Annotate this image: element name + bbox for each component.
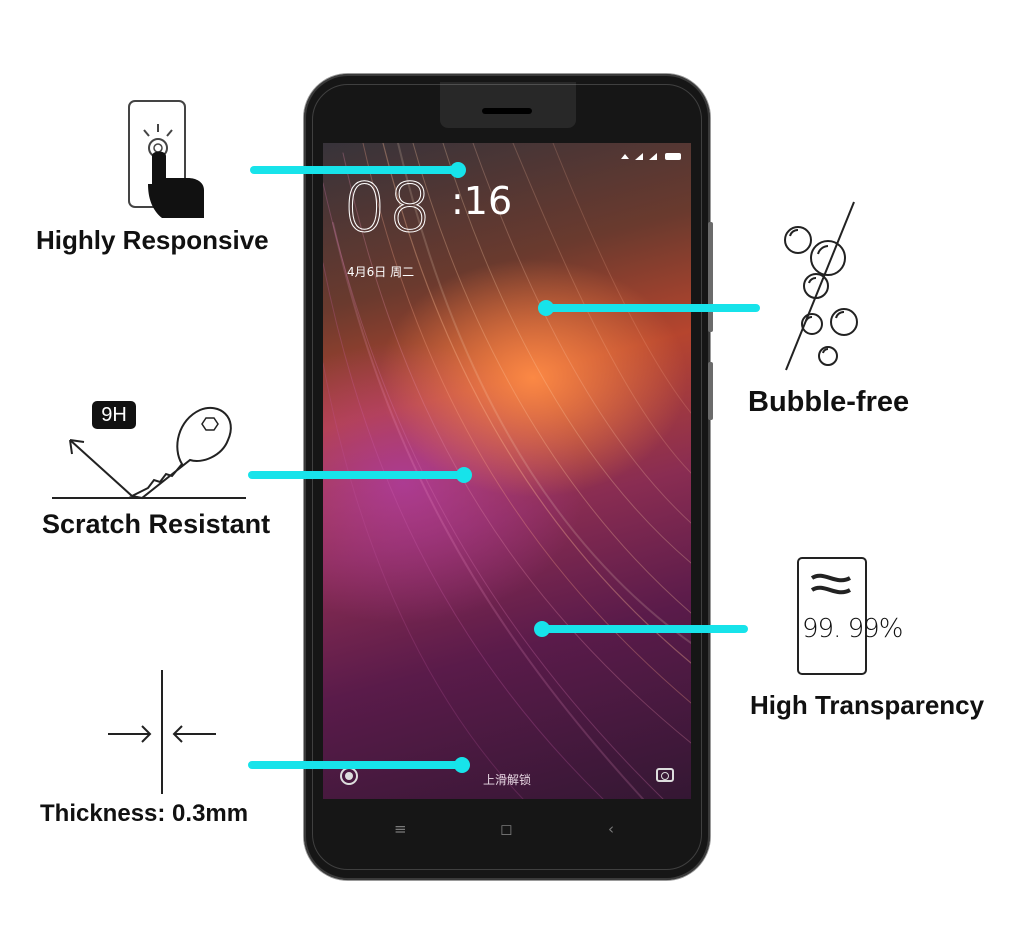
wallpaper-streaks: [323, 143, 691, 799]
power-button: [708, 362, 713, 420]
feature-label-scratch: Scratch Resistant: [42, 509, 271, 539]
lock-clock-hour: 08: [343, 169, 434, 249]
hardness-badge: 9H: [92, 401, 136, 429]
pointer-line-transparency: [534, 621, 748, 637]
unlock-hint: 上滑解锁: [483, 773, 532, 787]
feature-label-bubble: Bubble-free: [748, 386, 910, 418]
home-key-icon[interactable]: ◻: [500, 820, 513, 838]
pointer-line-scratch: [248, 467, 472, 483]
protector-notch-cutout: [440, 82, 576, 128]
thickness-arrows-icon: [108, 670, 216, 794]
back-key-icon[interactable]: ‹: [608, 820, 614, 838]
lock-date: 4月6日 周二: [347, 265, 415, 279]
feature-label-transparency: High Transparency: [750, 690, 985, 720]
pointer-line-thickness: [248, 757, 470, 773]
feature-label-responsive: Highly Responsive: [36, 225, 269, 255]
menu-key-icon[interactable]: ≡: [394, 820, 407, 838]
wifi-signal-battery-icon: [621, 153, 681, 160]
bubbles-icon: [784, 201, 858, 371]
earpiece-speaker: [482, 108, 532, 114]
status-bar-icons: [619, 151, 683, 164]
feature-label-thickness: Thickness: 0.3mm: [40, 800, 249, 827]
touch-finger-icon: [128, 100, 204, 218]
key-scratch-icon: [52, 407, 246, 500]
pointer-line-bubble: [538, 300, 760, 316]
lock-clock-minute: :16: [451, 179, 513, 223]
volume-button: [708, 222, 713, 332]
phone-screen: 08 :16 4月6日 周二 上滑解锁: [323, 143, 691, 799]
transparency-panel-icon: [797, 557, 867, 675]
camera-icon[interactable]: [656, 768, 674, 782]
transparency-percent: 99. 99%: [802, 614, 903, 644]
pointer-line-responsive: [250, 162, 466, 178]
